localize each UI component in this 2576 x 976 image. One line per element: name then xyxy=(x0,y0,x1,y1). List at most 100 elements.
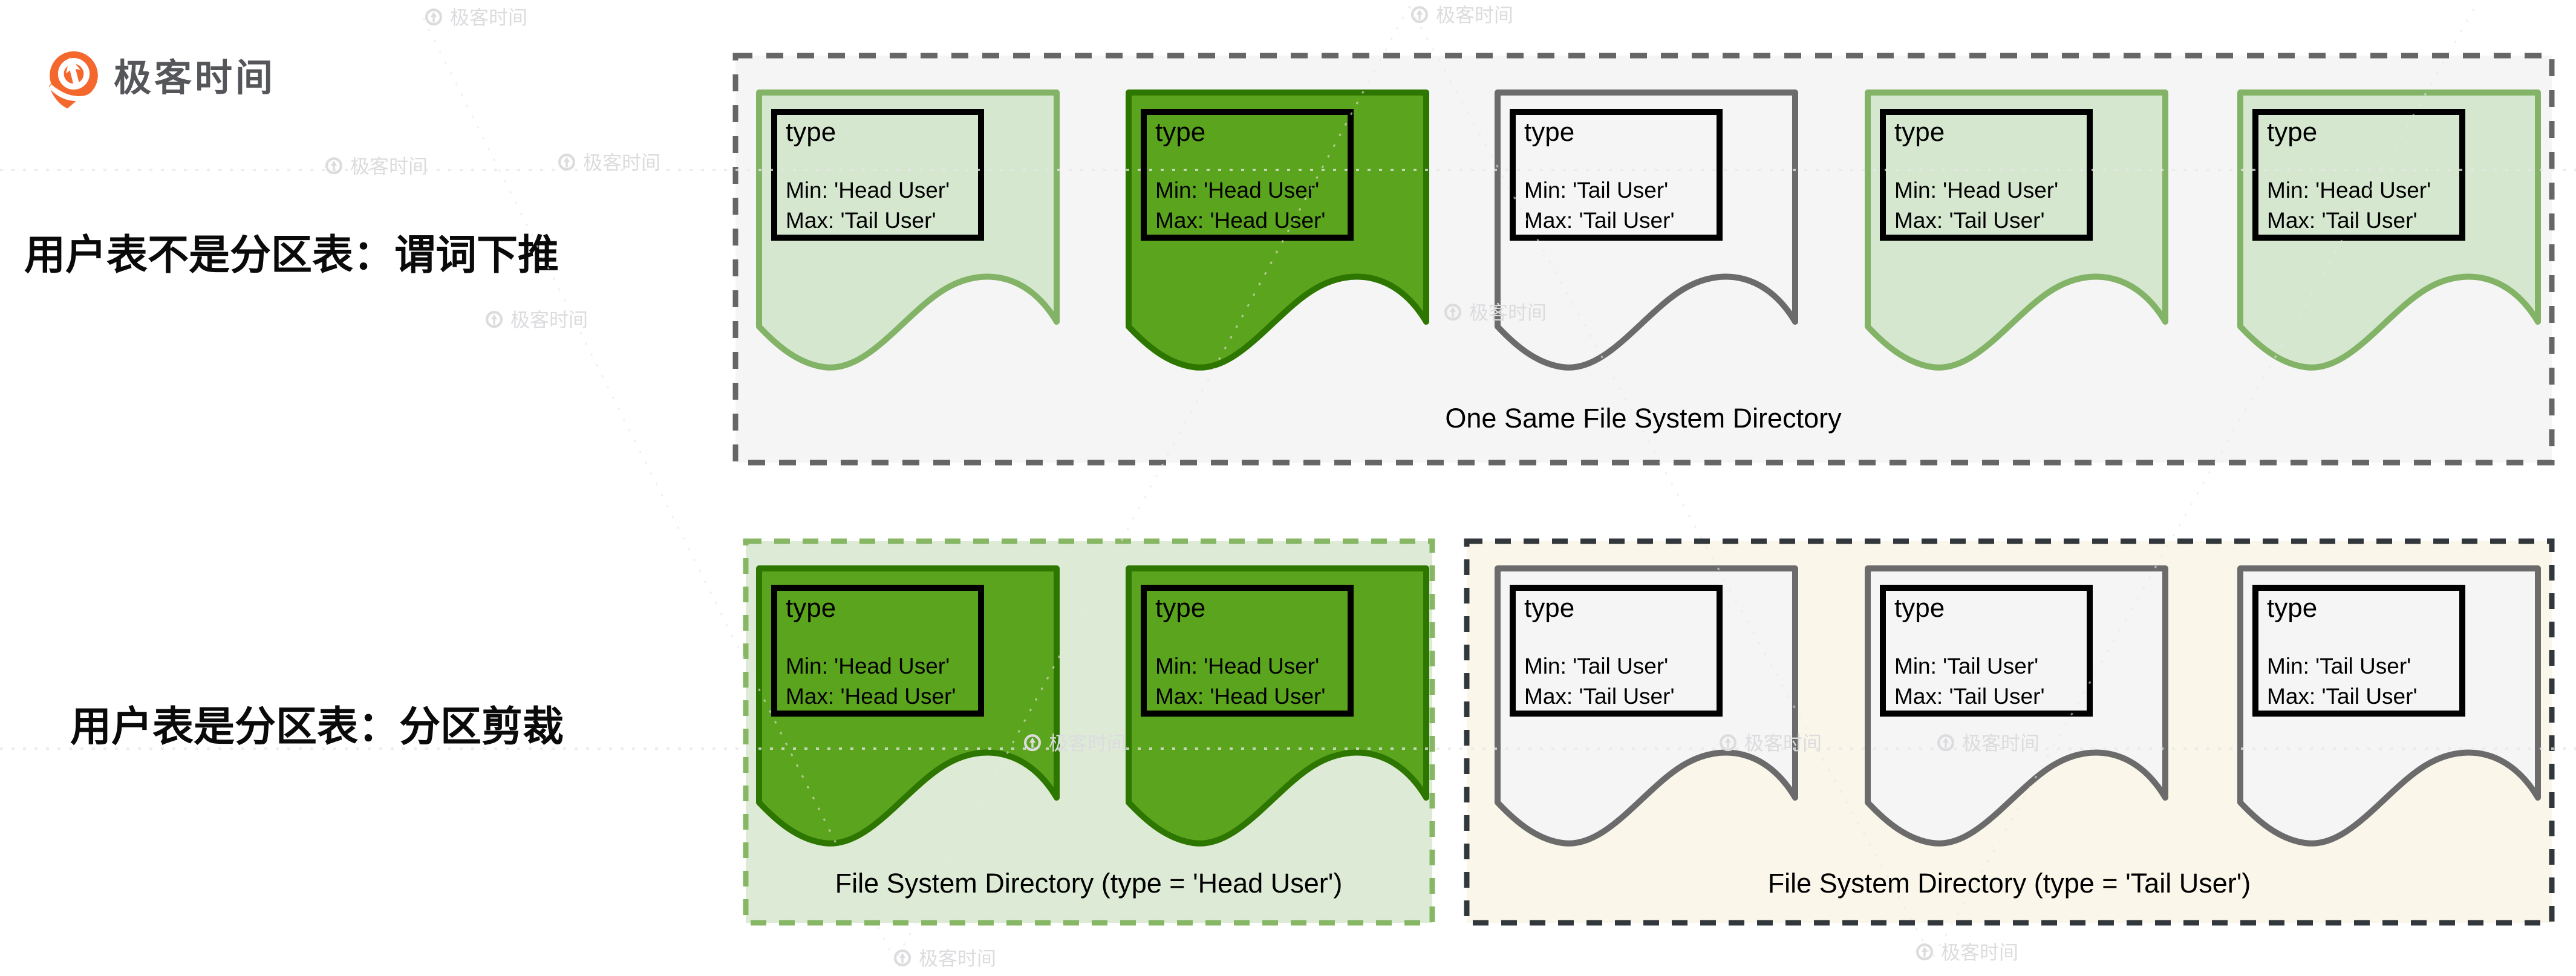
directory-caption: File System Directory (type = 'Head User… xyxy=(835,868,1343,899)
watermark-logo-icon xyxy=(485,311,503,328)
directory-caption: One Same File System Directory xyxy=(1445,403,1842,434)
file-card-max: Max: 'Head User' xyxy=(1155,208,1326,233)
geektime-logo-icon xyxy=(49,51,99,109)
watermark: 极客时间 xyxy=(1935,733,2040,753)
watermark-text: 极客时间 xyxy=(1469,302,1547,324)
watermark-text: 极客时间 xyxy=(583,152,661,174)
file-card-minmax: Min: 'Head User' Max: 'Tail User' xyxy=(1894,175,2058,236)
file-card-max: Max: 'Head User' xyxy=(786,684,956,709)
file-card-title: type xyxy=(2267,593,2318,623)
file-card-min: Min: 'Tail User' xyxy=(2267,654,2411,678)
geektime-logo-text: 极客时间 xyxy=(114,57,276,99)
watermark-text: 极客时间 xyxy=(1436,4,1514,26)
file-card-min: Min: 'Tail User' xyxy=(1524,178,1669,203)
watermark: 极客时间 xyxy=(892,948,996,969)
file-card-minmax: Min: 'Head User' Max: 'Tail User' xyxy=(2267,175,2431,236)
file-card-minmax: Min: 'Tail User' Max: 'Tail User' xyxy=(1524,175,1675,236)
file-card-min: Min: 'Head User' xyxy=(1155,178,1320,203)
file-card-max: Max: 'Tail User' xyxy=(1894,208,2045,233)
watermark-text: 极客时间 xyxy=(1049,732,1127,754)
watermark: 极客时间 xyxy=(556,152,660,173)
watermark-logo-icon xyxy=(1444,304,1462,321)
watermark-logo-icon xyxy=(425,8,443,26)
row1-title: 用户表不是分区表：谓词下推 xyxy=(24,232,559,278)
watermark-text: 极客时间 xyxy=(1941,942,2019,963)
watermark-text: 极客时间 xyxy=(1962,732,2040,754)
directory-caption: File System Directory (type = 'Tail User… xyxy=(1767,868,2251,899)
file-card-minmax: Min: 'Head User' Max: 'Head User' xyxy=(1155,175,1325,236)
file-card-title: type xyxy=(1155,593,1206,623)
watermark-logo-icon xyxy=(558,154,576,171)
file-card-max: Max: 'Tail User' xyxy=(1524,684,1675,709)
file-card-min: Min: 'Tail User' xyxy=(1524,654,1669,678)
file-card-minmax: Min: 'Tail User' Max: 'Tail User' xyxy=(2267,651,2418,712)
file-card-max: Max: 'Tail User' xyxy=(786,208,936,233)
watermark-text: 极客时间 xyxy=(1744,732,1822,754)
watermark: 极客时间 xyxy=(1022,733,1126,753)
watermark-logo-icon xyxy=(1023,734,1042,752)
file-card-min: Min: 'Tail User' xyxy=(1894,654,2039,678)
watermark-logo-icon xyxy=(893,949,911,967)
file-card-min: Min: 'Head User' xyxy=(786,654,950,678)
watermark-logo-icon xyxy=(325,157,343,175)
file-card-minmax: Min: 'Head User' Max: 'Head User' xyxy=(786,651,956,712)
file-card-title: type xyxy=(1524,117,1575,147)
watermark: 极客时间 xyxy=(1914,942,2018,963)
file-card-minmax: Min: 'Head User' Max: 'Tail User' xyxy=(786,175,950,236)
file-card-min: Min: 'Head User' xyxy=(786,178,950,203)
watermark-logo-icon xyxy=(1937,734,1955,752)
row2-title: 用户表是分区表：分区剪裁 xyxy=(70,704,564,750)
watermark: 极客时间 xyxy=(1409,5,1513,25)
watermark: 极客时间 xyxy=(1718,733,1822,753)
file-card-title: type xyxy=(1894,593,1945,623)
file-card-minmax: Min: 'Tail User' Max: 'Tail User' xyxy=(1894,651,2045,712)
file-card-title: type xyxy=(1155,117,1206,147)
file-card-title: type xyxy=(786,593,836,623)
watermark-text: 极客时间 xyxy=(919,948,997,969)
watermark-text: 极客时间 xyxy=(450,7,528,28)
file-card-min: Min: 'Head User' xyxy=(1894,178,2059,203)
file-card-max: Max: 'Tail User' xyxy=(2267,208,2418,233)
watermark-logo-icon xyxy=(1410,6,1429,24)
watermark: 极客时间 xyxy=(1443,302,1547,323)
file-card-max: Max: 'Tail User' xyxy=(2267,684,2418,709)
file-card-title: type xyxy=(1894,117,1945,147)
file-card-minmax: Min: 'Head User' Max: 'Head User' xyxy=(1155,651,1325,712)
watermark-logo-icon xyxy=(1916,943,1934,961)
watermark-text: 极客时间 xyxy=(350,155,428,177)
file-card-min: Min: 'Head User' xyxy=(1155,654,1320,678)
file-card-title: type xyxy=(1524,593,1575,623)
file-card-title: type xyxy=(2267,117,2318,147)
file-card-minmax: Min: 'Tail User' Max: 'Tail User' xyxy=(1524,651,1675,712)
file-card-min: Min: 'Head User' xyxy=(2267,178,2431,203)
watermark-text: 极客时间 xyxy=(510,309,589,331)
geektime-logo: 极客时间 xyxy=(46,48,276,109)
watermark: 极客时间 xyxy=(324,156,428,177)
file-card-title: type xyxy=(786,117,836,147)
watermark: 极客时间 xyxy=(423,7,527,28)
file-card-max: Max: 'Head User' xyxy=(1155,684,1326,709)
file-card-max: Max: 'Tail User' xyxy=(1894,684,2045,709)
watermark: 极客时间 xyxy=(484,310,588,330)
file-card-max: Max: 'Tail User' xyxy=(1524,208,1675,233)
